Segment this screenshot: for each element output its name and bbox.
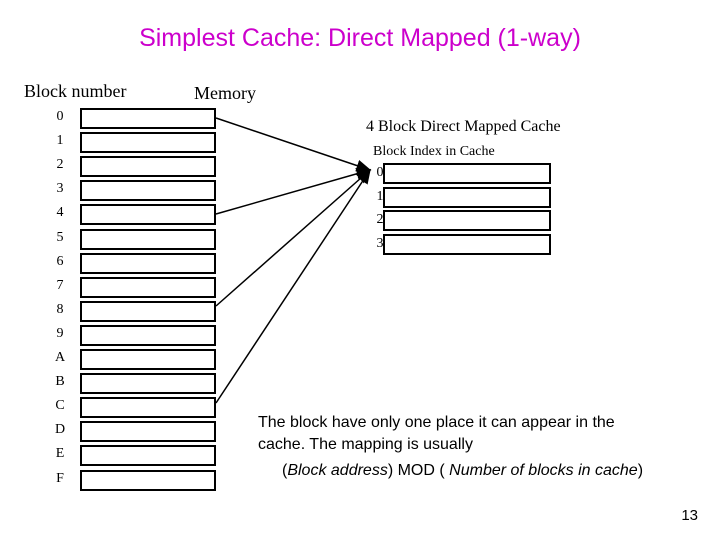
arrow-block-4	[215, 167, 372, 215]
cache-index-label: 1	[376, 188, 384, 204]
cache-index-label: 3	[376, 235, 384, 251]
block-number-label: 7	[56, 277, 64, 293]
memory-block-9	[80, 324, 216, 346]
cache-block-3	[383, 233, 551, 255]
cache-block-2	[383, 210, 551, 231]
memory-block-7	[80, 276, 216, 298]
cache-block-1	[383, 186, 551, 208]
block-number-label: B	[55, 374, 65, 390]
memory-block-4	[80, 204, 216, 226]
arrow-block-0	[215, 117, 372, 172]
page-number: 13	[681, 507, 698, 524]
block-number-label: 5	[56, 229, 64, 245]
memory-header: Memory	[194, 83, 256, 103]
memory-block-A	[80, 349, 216, 370]
memory-block-1	[80, 132, 216, 154]
block-number-label: 0	[56, 109, 64, 124]
block-number-label: E	[55, 446, 65, 462]
memory-block-3	[80, 180, 216, 202]
note-mod: ) MOD (	[387, 462, 450, 479]
block-number-label: D	[54, 422, 66, 438]
arrow-block-C	[215, 168, 371, 404]
block-number-label: 6	[56, 253, 64, 269]
block-number-label: 8	[56, 301, 64, 317]
block-number-label: 1	[56, 133, 64, 149]
memory-block-D	[80, 421, 216, 443]
cache-index-label: 0	[376, 165, 384, 180]
arrow-block-8	[215, 169, 372, 307]
cache-block-0	[383, 163, 551, 184]
cache-index-label: 2	[376, 212, 384, 227]
note-paren-open: (	[282, 462, 288, 479]
block-number-label: 2	[56, 157, 64, 173]
memory-block-6	[80, 252, 216, 274]
block-number-label: F	[56, 470, 64, 486]
block-number-label: 4	[56, 205, 64, 221]
memory-block-C	[80, 397, 216, 419]
block-number-label: 3	[56, 181, 64, 197]
note-line-2: cache. The mapping is usually	[258, 436, 473, 453]
memory-block-2	[80, 156, 216, 178]
memory-block-E	[80, 445, 216, 467]
slide-title: Simplest Cache: Direct Mapped (1-way)	[139, 24, 581, 52]
memory-block-8	[80, 300, 216, 322]
memory-block-F	[80, 469, 216, 491]
memory-block-0	[80, 108, 216, 129]
note-block-address: Block address	[287, 462, 388, 479]
block-number-label: C	[55, 398, 65, 414]
note-number-of-blocks: Number of blocks in cache	[449, 462, 638, 479]
block-number-label: A	[54, 350, 66, 365]
cache-index-header: Block Index in Cache	[373, 144, 495, 159]
note-paren-close: )	[637, 462, 644, 479]
memory-block-B	[80, 373, 216, 395]
cache-title: 4 Block Direct Mapped Cache	[366, 118, 561, 135]
block-number-label: 9	[56, 325, 64, 341]
block-number-header: Block number	[24, 81, 127, 101]
memory-block-5	[80, 228, 216, 250]
note-line-1: The block have only one place it can app…	[258, 414, 615, 431]
note-line-3: (Block address) MOD ( Number of blocks i…	[282, 462, 643, 480]
